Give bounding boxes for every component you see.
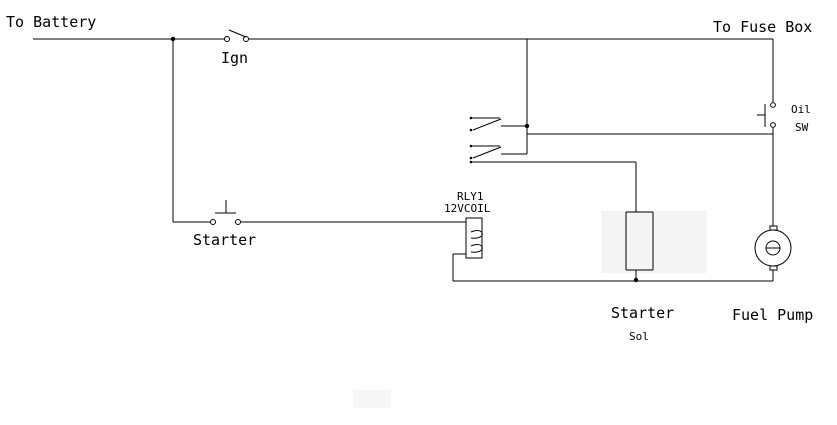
starter-button: [210, 200, 241, 225]
label-to-fuse-box: To Fuse Box: [713, 18, 812, 36]
label-relay-name: RLY1: [457, 190, 484, 203]
label-to-battery: To Battery: [6, 13, 96, 31]
label-ign: Ign: [221, 49, 248, 67]
label-fuel-pump: Fuel Pump: [732, 306, 813, 324]
label-starter-sol-1: Starter: [611, 304, 674, 322]
label-oil: Oil: [791, 103, 811, 116]
relay-contacts: [469, 116, 636, 164]
label-starter-sol-2: Sol: [629, 330, 649, 343]
label-starter: Starter: [193, 231, 256, 249]
solenoid-shade: [601, 211, 707, 273]
ignition-switch: [224, 29, 249, 42]
oil-pressure-switch: [757, 102, 776, 128]
starter-solenoid: [625, 211, 654, 271]
faint-artifact: [353, 390, 391, 408]
label-sw: SW: [795, 121, 809, 134]
relay-coil: [465, 217, 483, 259]
junction-ground: [633, 277, 639, 283]
label-relay-coil: 12VCOIL: [444, 202, 491, 215]
fuel-pump: [754, 225, 792, 271]
